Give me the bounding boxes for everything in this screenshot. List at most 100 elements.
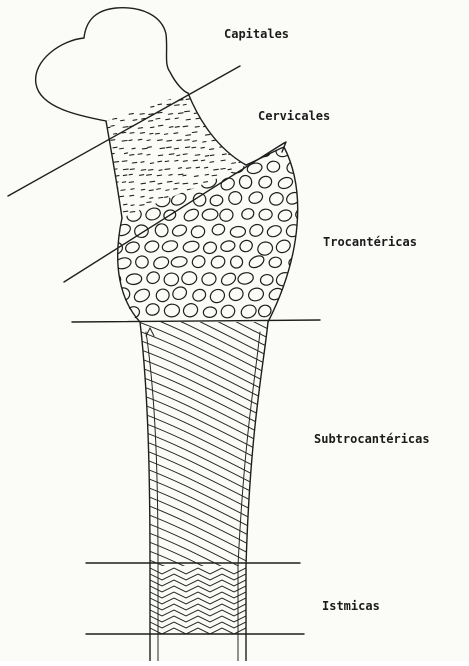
stipple-mark	[214, 169, 219, 170]
pebble-mark	[294, 306, 311, 318]
stipple-mark	[158, 155, 162, 156]
capital-division-line	[8, 66, 240, 196]
stipple-mark	[140, 133, 144, 134]
stipple-mark	[165, 169, 170, 170]
stipple-mark	[228, 93, 231, 94]
isthmic-zigzag-pattern	[150, 568, 246, 640]
stipple-mark	[195, 104, 199, 105]
stipple-mark	[157, 175, 161, 176]
stipple-mark	[122, 161, 127, 162]
stipple-mark	[131, 189, 134, 190]
pebble-mark	[162, 144, 180, 160]
stipple-mark	[103, 139, 107, 140]
pebble-mark	[275, 304, 291, 317]
zigzag-stroke	[150, 568, 246, 574]
pebble-mark	[226, 189, 244, 206]
hatch-stroke	[130, 535, 280, 605]
stipple-mark	[131, 205, 134, 206]
stipple-mark	[220, 134, 223, 135]
stipple-mark	[158, 183, 162, 184]
stipple-mark	[201, 160, 204, 161]
stipple-mark	[193, 141, 197, 142]
stipple-mark	[158, 140, 163, 141]
pebble-mark	[247, 190, 264, 206]
stipple-mark	[103, 195, 107, 196]
label-cervicales: Cervicales	[258, 109, 330, 123]
stipple-mark	[205, 174, 208, 175]
stipple-mark	[122, 99, 126, 100]
stipple-mark	[186, 119, 190, 120]
stipple-mark	[159, 204, 162, 205]
pebble-mark	[132, 287, 151, 305]
stipple-mark	[175, 183, 179, 184]
stipple-mark	[185, 147, 189, 148]
stipple-mark	[129, 140, 132, 141]
stipple-mark	[222, 105, 227, 106]
stipple-mark	[150, 181, 155, 182]
stipple-mark	[148, 170, 152, 171]
stipple-mark	[210, 120, 215, 121]
stipple-mark	[138, 128, 142, 129]
stipple-mark	[121, 120, 125, 121]
stipple-mark	[248, 216, 252, 217]
pebble-mark	[297, 175, 310, 189]
stipple-mark	[186, 99, 190, 100]
stipple-mark	[231, 190, 236, 191]
pebble-mark	[201, 271, 218, 286]
pebble-mark	[114, 222, 132, 237]
stipple-mark	[232, 163, 236, 164]
pebble-mark	[219, 271, 237, 288]
stipple-mark	[149, 190, 153, 191]
stipple-mark	[205, 91, 208, 92]
stipple-mark	[151, 106, 154, 107]
pebble-mark	[202, 144, 218, 156]
pebble-mark	[164, 303, 181, 318]
pebble-mark	[190, 224, 206, 239]
stipple-mark	[104, 92, 107, 93]
trochanteric-division-line	[72, 320, 320, 322]
pebble-mark	[286, 289, 301, 303]
stipple-mark	[105, 147, 108, 148]
pebble-mark	[277, 208, 294, 223]
stipple-mark	[105, 181, 109, 182]
stipple-mark	[248, 97, 253, 98]
pebble-mark	[237, 271, 255, 285]
stipple-mark	[196, 118, 200, 119]
pebble-mark	[274, 238, 292, 255]
label-subtrocantericas: Subtrocantéricas	[314, 432, 430, 446]
stipple-mark	[130, 212, 134, 213]
stipple-mark	[219, 98, 223, 99]
stipple-mark	[194, 183, 198, 184]
stipple-mark	[120, 196, 124, 197]
zigzag-stroke	[150, 592, 246, 598]
stipple-mark	[106, 119, 109, 120]
stipple-mark	[228, 169, 231, 170]
stipple-mark	[120, 148, 124, 149]
stipple-mark	[204, 182, 208, 183]
stipple-mark	[192, 147, 196, 148]
stipple-mark	[222, 154, 226, 155]
pebble-mark	[230, 226, 246, 238]
stipple-mark	[123, 211, 127, 212]
stipple-mark	[130, 169, 134, 170]
pebble-mark	[240, 207, 255, 221]
stipple-mark	[222, 91, 226, 92]
pebble-mark	[145, 302, 160, 316]
stipple-mark	[174, 148, 178, 149]
stipple-mark	[147, 202, 151, 203]
stipple-mark	[183, 104, 186, 105]
label-istmicas: Istmicas	[322, 599, 380, 613]
hatch-stroke	[130, 580, 280, 650]
stipple-mark	[165, 93, 170, 94]
stipple-mark	[167, 181, 172, 182]
zigzag-stroke	[150, 586, 246, 592]
stipple-mark	[133, 219, 138, 220]
stipple-mark	[141, 183, 145, 184]
stipple-mark	[239, 119, 243, 120]
stipple-mark	[168, 114, 172, 115]
stipple-mark	[183, 175, 186, 176]
pebble-mark	[182, 207, 200, 223]
stipple-mark	[176, 212, 180, 213]
stipple-mark	[150, 127, 154, 128]
stipple-mark	[238, 104, 243, 105]
